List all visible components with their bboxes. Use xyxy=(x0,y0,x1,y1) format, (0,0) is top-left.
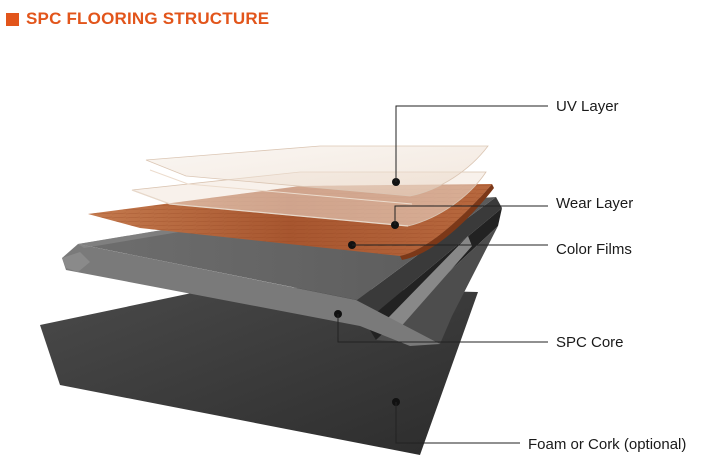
callout-spc-core xyxy=(334,310,548,343)
diagram-header: SPC FLOORING STRUCTURE xyxy=(6,8,269,30)
label-wear-layer: Wear Layer xyxy=(556,195,633,212)
callout-foam xyxy=(392,398,520,444)
label-color-films: Color Films xyxy=(556,241,632,258)
page-title: SPC FLOORING STRUCTURE xyxy=(26,9,270,28)
label-spc-core: SPC Core xyxy=(556,334,624,351)
label-foam: Foam or Cork (optional) xyxy=(528,436,686,453)
callout-wear-layer xyxy=(391,205,548,229)
label-uv-layer: UV Layer xyxy=(556,98,619,115)
callout-uv-layer xyxy=(392,105,548,186)
callout-color-films xyxy=(348,241,548,249)
title-marker xyxy=(6,12,19,26)
uv-layer xyxy=(145,145,489,205)
